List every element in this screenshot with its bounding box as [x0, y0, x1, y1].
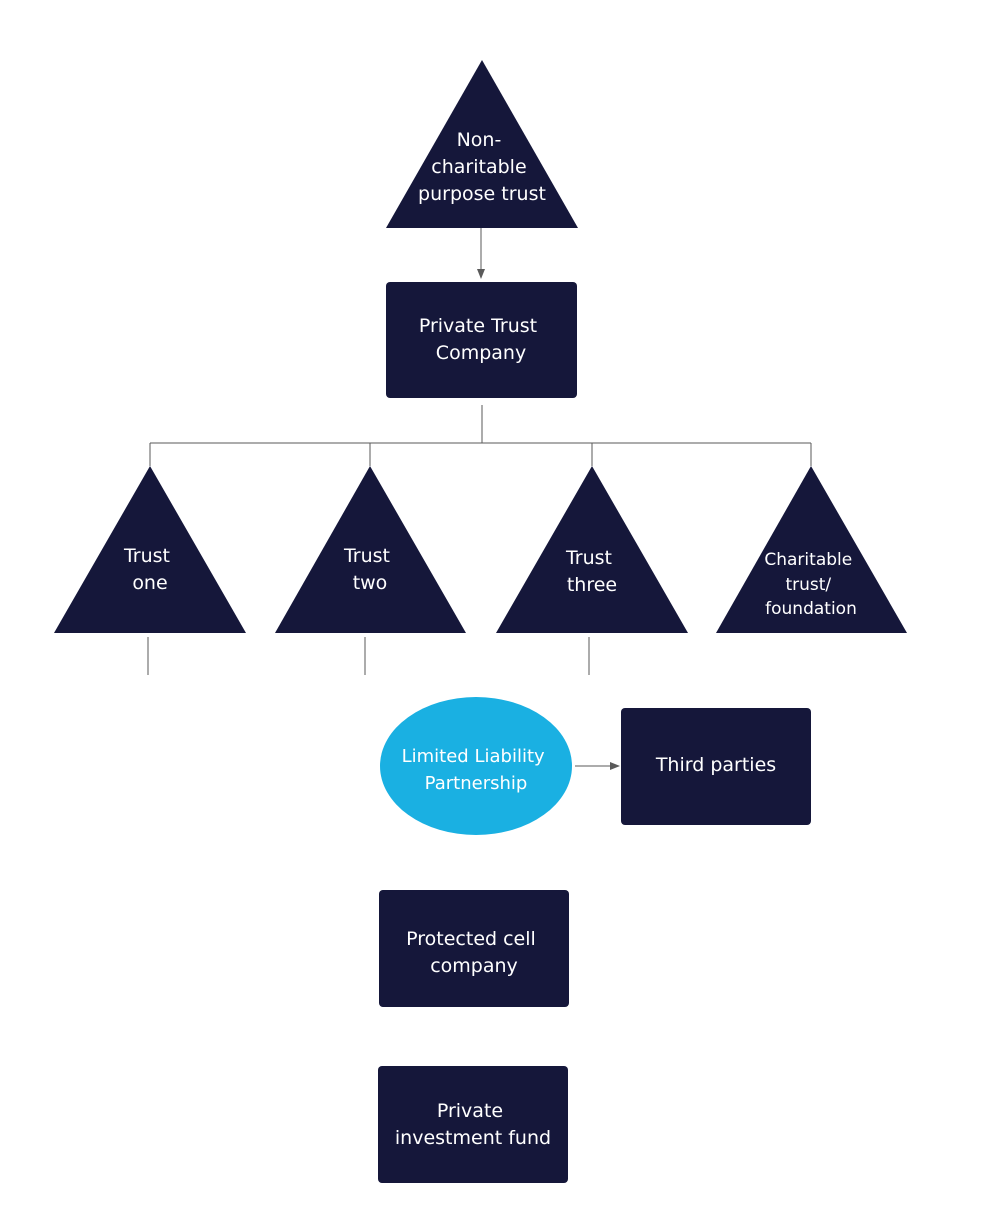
ellipse-shape [380, 697, 572, 835]
node-limited-liability-partnership: Limited Liability Partnership [380, 697, 572, 835]
triangle-shape [54, 466, 246, 633]
node-private-investment-fund: Private investment fund [378, 1066, 568, 1183]
box-shape [386, 282, 577, 398]
node-charitable-trust-foundation: Charitable trust/ foundation [716, 466, 907, 633]
triangle-shape [716, 466, 907, 633]
node-trust-three: Trust three [496, 466, 688, 633]
node-private-trust-company: Private Trust Company [386, 282, 577, 398]
node-non-charitable-purpose-trust: Non- charitable purpose trust [386, 60, 578, 228]
triangle-shape [496, 466, 688, 633]
triangle-shape [386, 60, 578, 228]
node-label: Protected cell company [406, 928, 542, 977]
node-label: Trust one [123, 545, 176, 594]
node-label: Limited Liability Partnership [402, 746, 551, 794]
node-trust-two: Trust two [275, 466, 466, 633]
node-label: Third parties [655, 754, 776, 776]
box-shape [378, 1066, 568, 1183]
node-label: Private investment fund [395, 1100, 551, 1149]
node-label: Private Trust Company [419, 315, 543, 364]
node-label: Trust three [565, 547, 618, 596]
node-protected-cell-company: Protected cell company [379, 890, 569, 1007]
node-label: Trust two [343, 545, 396, 594]
node-label: Charitable trust/ foundation [764, 550, 857, 619]
box-shape [379, 890, 569, 1007]
node-label: Non- charitable purpose trust [418, 129, 546, 205]
triangle-shape [275, 466, 466, 633]
node-trust-one: Trust one [54, 466, 246, 633]
box-shape [621, 708, 811, 825]
node-third-parties: Third parties [621, 708, 811, 825]
